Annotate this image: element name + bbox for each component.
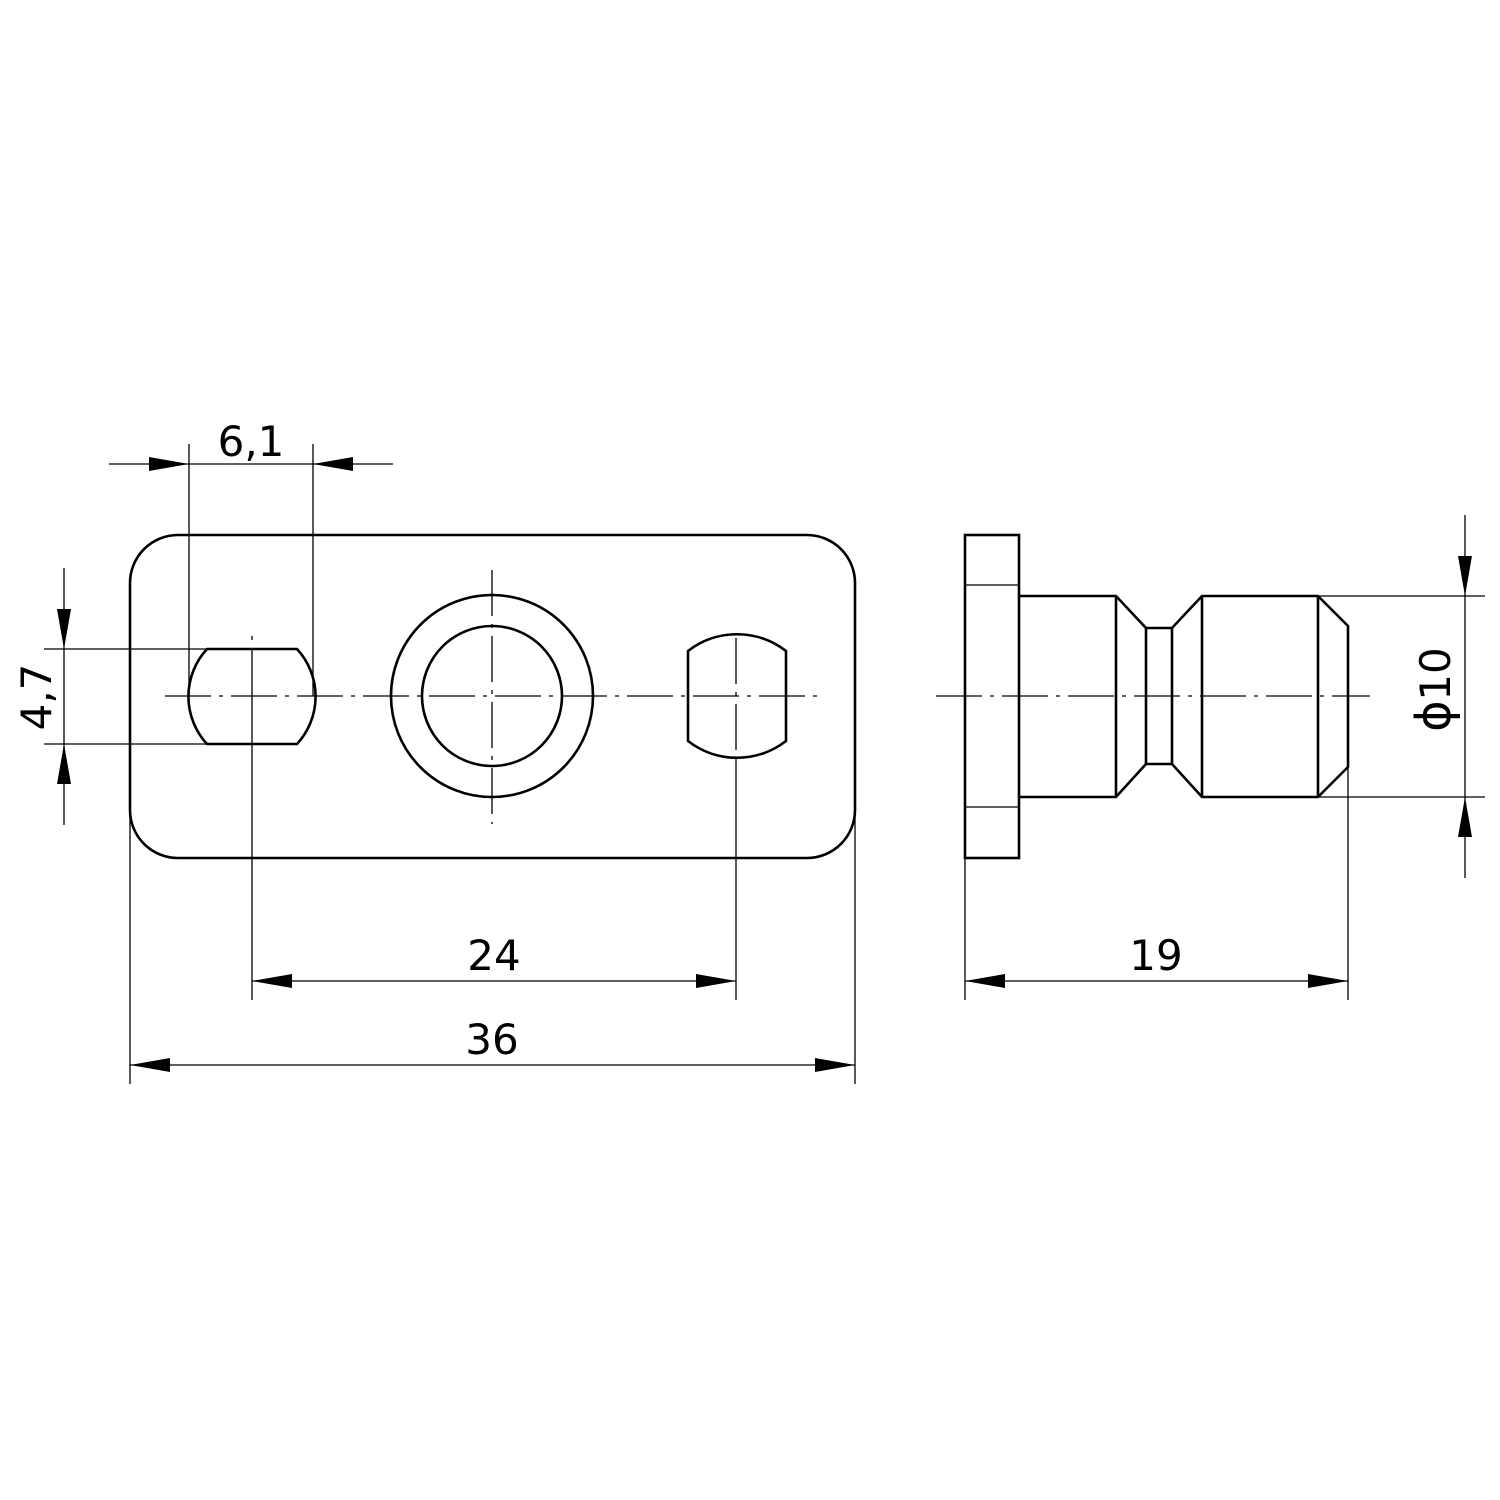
side-view: 19 ϕ 10 bbox=[936, 515, 1485, 1000]
arrowhead-left-36 bbox=[130, 1058, 170, 1072]
front-view: 6,1 4,7 24 36 bbox=[12, 417, 857, 1084]
left-slot bbox=[187, 647, 317, 746]
arrowhead-down-10 bbox=[1458, 556, 1472, 596]
slot-height-label: 4,7 bbox=[12, 664, 61, 731]
arrowhead-left bbox=[313, 457, 353, 471]
arrowhead-up bbox=[57, 744, 71, 784]
arrowhead-left-24 bbox=[252, 974, 292, 988]
plate-outline bbox=[128, 533, 857, 860]
arrowhead-down bbox=[57, 609, 71, 649]
diameter-symbol: ϕ bbox=[1406, 700, 1462, 732]
diameter-label-group: ϕ 10 bbox=[1406, 647, 1462, 732]
arrowhead-left-19 bbox=[965, 974, 1005, 988]
hole-spacing-label: 24 bbox=[467, 931, 520, 980]
overall-length-label: 36 bbox=[465, 1015, 518, 1064]
arrowhead-right-19 bbox=[1308, 974, 1348, 988]
arrowhead-right bbox=[149, 457, 189, 471]
diameter-value: 10 bbox=[1411, 647, 1460, 700]
arrowhead-up-10 bbox=[1458, 797, 1472, 837]
arrowhead-right-36 bbox=[815, 1058, 855, 1072]
slot-width-label: 6,1 bbox=[218, 417, 285, 466]
right-slot bbox=[686, 633, 788, 759]
arrowhead-right-24 bbox=[696, 974, 736, 988]
depth-label: 19 bbox=[1129, 931, 1182, 980]
